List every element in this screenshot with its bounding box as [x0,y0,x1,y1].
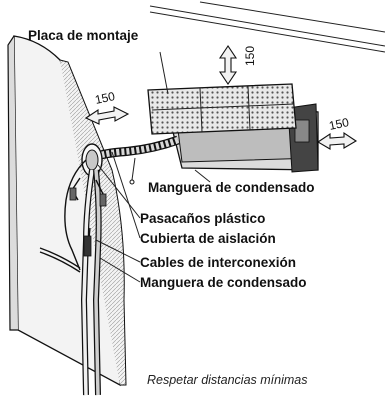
distance-arrow-top [218,45,238,85]
distance-label-left: 150 [94,89,117,107]
leader-lines [95,51,211,283]
mounting-plate [147,83,297,135]
hanging-lines [39,159,107,396]
wall [7,35,127,387]
label-mounting-plate: Placa de montaje [28,28,139,43]
distance-arrow-right [316,131,358,150]
label-plastic-grommet: Pasacaños plástico [140,211,265,226]
label-drain-hose-bottom: Manguera de condensado [140,275,307,290]
plastic-grommet [81,143,103,177]
label-drain-hose-top: Manguera de condensado [148,180,315,195]
distance-label-top: 150 [243,46,257,66]
distance-label-right: 150 [328,115,351,133]
footer-note: Respetar distancias mínimas [147,373,307,387]
distance-arrow-left [84,106,130,125]
label-interconnect-cables: Cables de interconexión [140,255,296,270]
ceiling [149,1,385,53]
label-insulation-cover: Cubierta de aislación [140,231,276,246]
